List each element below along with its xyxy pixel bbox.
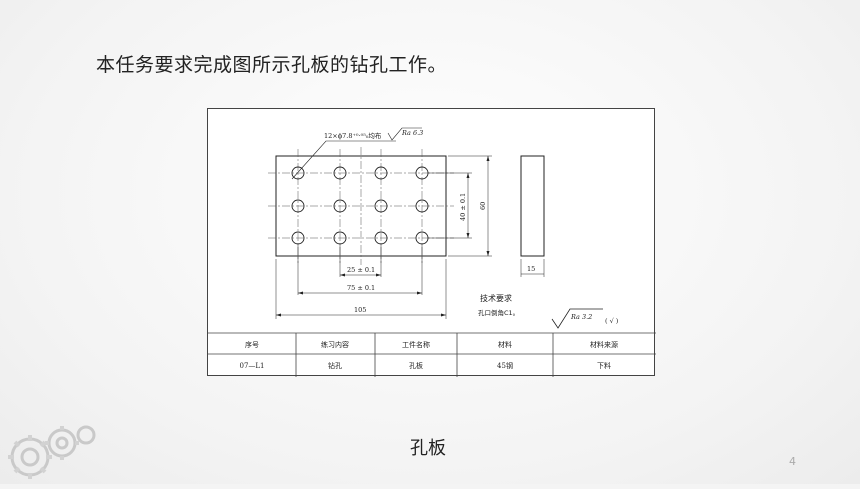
tb-header-part: 工件名称 (402, 340, 430, 349)
roughness-callout: Ra 6.3 (401, 129, 423, 137)
dim-15: 15 (527, 265, 535, 273)
vertical-dimensions (428, 155, 492, 257)
tb-cell-source: 下料 (597, 361, 611, 370)
engineering-drawing: 12×ϕ7.8⁺⁰·⁰⁵₀均布 Ra 6.3 25 ± 0.1 75 ± 0.1… (207, 108, 656, 377)
title-block (208, 332, 656, 377)
drawing-canvas: 12×ϕ7.8⁺⁰·⁰⁵₀均布 Ra 6.3 25 ± 0.1 75 ± 0.1… (208, 127, 656, 377)
page-number: 4 (789, 455, 796, 468)
general-roughness-icon (551, 308, 603, 329)
tb-cell-index: 07—L1 (239, 362, 264, 370)
hole (374, 199, 388, 213)
dim-25: 25 ± 0.1 (347, 266, 375, 274)
hole-callout: 12×ϕ7.8⁺⁰·⁰⁵₀均布 (324, 131, 382, 140)
side-view (520, 155, 545, 257)
hole (291, 199, 305, 213)
tech-requirements-note: 孔口倒角C1。 (478, 308, 519, 317)
side-dimension (520, 259, 545, 277)
roughness-symbol-icon (387, 127, 422, 141)
general-roughness-suffix: ( √ ) (605, 317, 619, 325)
dim-75: 75 ± 0.1 (347, 284, 375, 292)
gears-decoration (0, 405, 110, 489)
dim-40: 40 ± 0.1 (459, 193, 467, 221)
vertical-arrows (466, 156, 490, 256)
dimension-arrows (276, 273, 446, 317)
tb-cell-content: 钻孔 (328, 361, 342, 370)
tech-requirements-title: 技术要求 (480, 293, 512, 303)
hole (374, 166, 388, 180)
hole (374, 231, 388, 245)
tb-header-material: 材料 (498, 340, 512, 349)
hole (333, 199, 347, 213)
center-lines (268, 147, 454, 265)
hole (415, 199, 429, 213)
slide-heading: 本任务要求完成图所示孔板的钻孔工作。 (96, 54, 448, 76)
tb-cell-material: 45钢 (497, 361, 513, 370)
horizontal-dimensions (275, 245, 447, 319)
dim-60: 60 (479, 202, 487, 210)
figure-caption: 孔板 (410, 438, 446, 459)
tb-cell-part: 孔板 (409, 361, 423, 370)
callout-leader (291, 140, 396, 180)
tb-header-index: 序号 (245, 340, 259, 349)
hole (333, 231, 347, 245)
hole (333, 166, 347, 180)
hole (291, 231, 305, 245)
dim-105: 105 (354, 306, 366, 314)
general-roughness: Ra 3.2 (570, 313, 592, 321)
tb-header-source: 材料来源 (590, 340, 618, 349)
holes (291, 166, 429, 245)
hole (291, 166, 305, 180)
tb-header-content: 练习内容 (321, 340, 349, 349)
